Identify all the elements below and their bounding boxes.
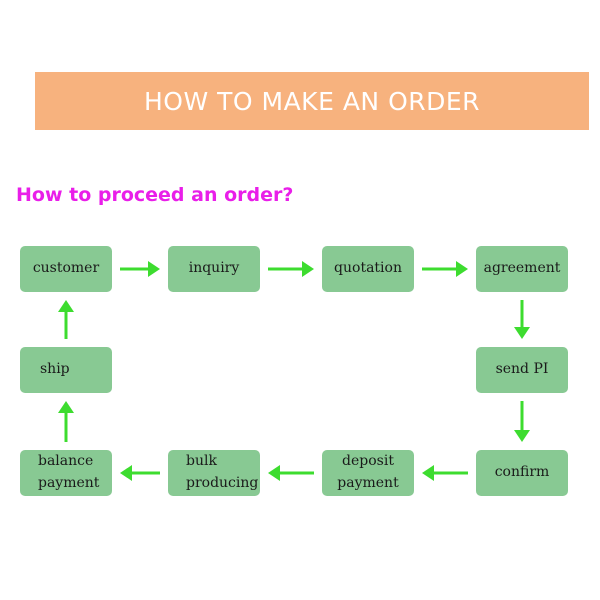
arrow-confirm-to-deposit-payment	[422, 465, 468, 481]
arrow-head	[514, 327, 530, 339]
arrow-bulk-producing-to-balance-payment	[120, 465, 160, 481]
arrow-head	[58, 300, 74, 312]
step-inquiry-label: inquiry	[188, 260, 240, 277]
title-banner: HOW TO MAKE AN ORDER	[35, 72, 589, 130]
step-agreement-label: agreement	[483, 260, 561, 277]
arrow-customer-to-inquiry	[120, 261, 160, 277]
arrow-send-pi-to-confirm	[514, 401, 530, 442]
step-confirm-label: confirm	[494, 464, 550, 481]
arrow-quotation-to-agreement	[422, 261, 468, 277]
step-bulk-producing: bulk producing	[168, 450, 260, 496]
step-send-pi-label: send PI	[495, 361, 549, 378]
arrow-head	[422, 465, 434, 481]
arrow-head	[514, 430, 530, 442]
step-confirm: confirm	[476, 450, 568, 496]
arrow-inquiry-to-quotation	[268, 261, 314, 277]
step-ship-label: ship	[40, 361, 70, 378]
arrow-head	[268, 465, 280, 481]
arrow-deposit-payment-to-bulk-producing	[268, 465, 314, 481]
step-balance-payment-line2: payment	[38, 475, 100, 491]
arrow-balance-payment-to-ship	[58, 401, 74, 442]
step-deposit-payment-line1: deposit	[342, 453, 394, 470]
arrow-head	[120, 465, 132, 481]
step-inquiry: inquiry	[168, 246, 260, 292]
page-title: HOW TO MAKE AN ORDER	[143, 86, 481, 116]
step-customer: customer	[20, 246, 112, 292]
step-ship: ship	[20, 347, 112, 393]
step-bulk-producing-line2: producing	[186, 475, 259, 491]
step-quotation: quotation	[322, 246, 414, 292]
step-send-pi: send PI	[476, 347, 568, 393]
step-balance-payment-line1: balance	[38, 453, 94, 470]
arrow-ship-to-customer	[58, 300, 74, 339]
step-quotation-label: quotation	[334, 260, 402, 277]
step-bulk-producing-line1: bulk	[186, 453, 217, 470]
step-agreement: agreement	[476, 246, 568, 292]
arrow-head	[58, 401, 74, 413]
step-deposit-payment-line2: payment	[337, 475, 399, 491]
step-deposit-payment: deposit payment	[322, 450, 414, 496]
step-balance-payment: balance payment	[20, 450, 112, 496]
arrow-agreement-to-send-pi	[514, 300, 530, 339]
arrow-head	[456, 261, 468, 277]
step-customer-label: customer	[32, 260, 100, 277]
arrow-head	[148, 261, 160, 277]
subheading: How to proceed an order?	[16, 184, 294, 206]
arrow-head	[302, 261, 314, 277]
